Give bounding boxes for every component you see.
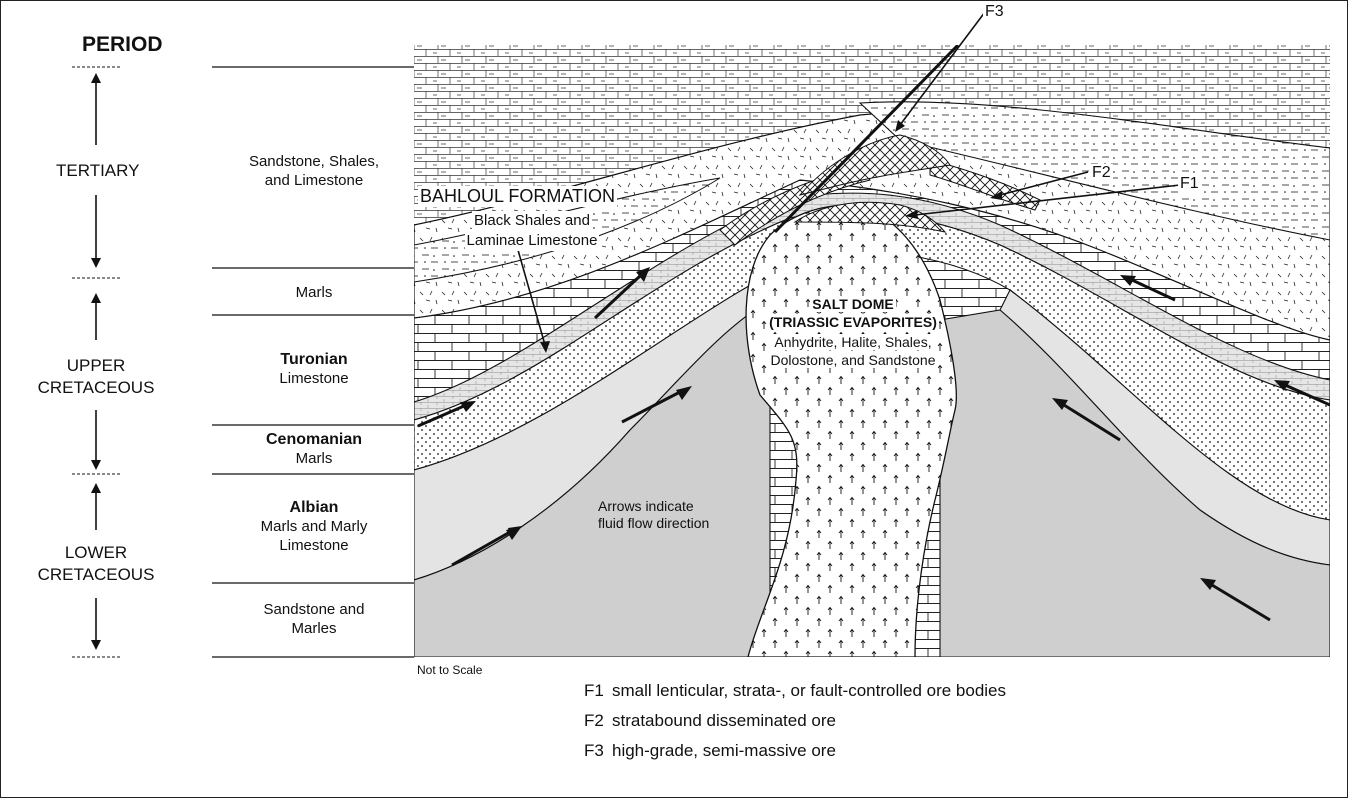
legend-text: small lenticular, strata-, or fault-cont…: [612, 681, 1007, 700]
legend-text: stratabound disseminated ore: [612, 711, 836, 730]
salt-dome-description: Anhydrite, Halite, Shales, Dolostone, an…: [748, 333, 958, 369]
lith-albian-name: Albian: [289, 499, 339, 516]
lith-sandstone-shales-limestone: Sandstone, Shales, and Limestone: [212, 152, 416, 190]
salt-dome-desc-line: Dolostone, and Sandstone: [768, 352, 938, 368]
lith-cenomanian: Cenomanian Marls: [212, 430, 416, 468]
period-header: PERIOD: [82, 33, 163, 56]
lith-line: Marles: [291, 620, 337, 637]
salt-dome-title: SALT DOME (TRIASSIC EVAPORITES): [748, 295, 958, 331]
period-upper-cretaceous: UPPER CRETACEOUS: [36, 355, 156, 399]
legend-key: F1: [584, 681, 604, 700]
lith-line: Sandstone, Shales,: [248, 153, 380, 170]
lith-turonian-desc: Limestone: [279, 370, 349, 387]
lith-albian-desc: Marls and Marly: [260, 518, 368, 535]
scale-note: Not to Scale: [417, 663, 483, 677]
lith-marls-upper: Marls: [295, 284, 333, 301]
bahloul-formation-title: BAHLOUL FORMATION: [418, 186, 618, 207]
lith-cenomanian-name: Cenomanian: [265, 431, 362, 448]
lith-line: Sandstone and: [263, 601, 365, 618]
period-line: LOWER: [64, 543, 128, 562]
bahloul-desc-line: Laminae Limestone: [464, 231, 600, 251]
salt-dome-desc-line: Anhydrite, Halite, Shales,: [772, 334, 934, 350]
fluid-flow-note: Arrows indicate fluid flow direction: [598, 498, 709, 532]
salt-dome-title-line: SALT DOME: [810, 296, 896, 312]
period-line: UPPER: [66, 356, 126, 375]
bahloul-description: Black Shales and Laminae Limestone: [452, 211, 612, 251]
lith-line: and Limestone: [264, 172, 364, 189]
legend-item-f1: F1 small lenticular, strata-, or fault-co…: [584, 681, 1006, 701]
legend-item-f2: F2 stratabound disseminated ore: [584, 711, 836, 731]
lith-cenomanian-desc: Marls: [295, 450, 333, 467]
lith-albian-desc: Limestone: [279, 537, 349, 554]
label-f3: F3: [983, 3, 1006, 21]
legend-key: F2: [584, 711, 604, 730]
lith-albian: Albian Marls and Marly Limestone: [212, 498, 416, 555]
lith-turonian: Turonian Limestone: [212, 350, 416, 388]
label-f2: F2: [1090, 164, 1113, 182]
period-line: CRETACEOUS: [37, 378, 155, 397]
legend-text: high-grade, semi-massive ore: [612, 741, 836, 760]
legend-item-f3: F3 high-grade, semi-massive ore: [584, 741, 836, 761]
fluid-flow-note-line: Arrows indicate: [598, 498, 694, 514]
period-tertiary: TERTIARY: [56, 161, 140, 180]
label-f1: F1: [1178, 175, 1201, 193]
period-line: CRETACEOUS: [37, 565, 155, 584]
lith-sandstone-marles: Sandstone and Marles: [212, 600, 416, 638]
period-lower-cretaceous: LOWER CRETACEOUS: [36, 542, 156, 586]
bahloul-desc-line: Black Shales and: [472, 211, 592, 231]
lith-turonian-name: Turonian: [280, 351, 348, 368]
salt-dome-title-line: (TRIASSIC EVAPORITES): [767, 314, 939, 330]
legend-key: F3: [584, 741, 604, 760]
fluid-flow-note-line: fluid flow direction: [598, 515, 710, 531]
